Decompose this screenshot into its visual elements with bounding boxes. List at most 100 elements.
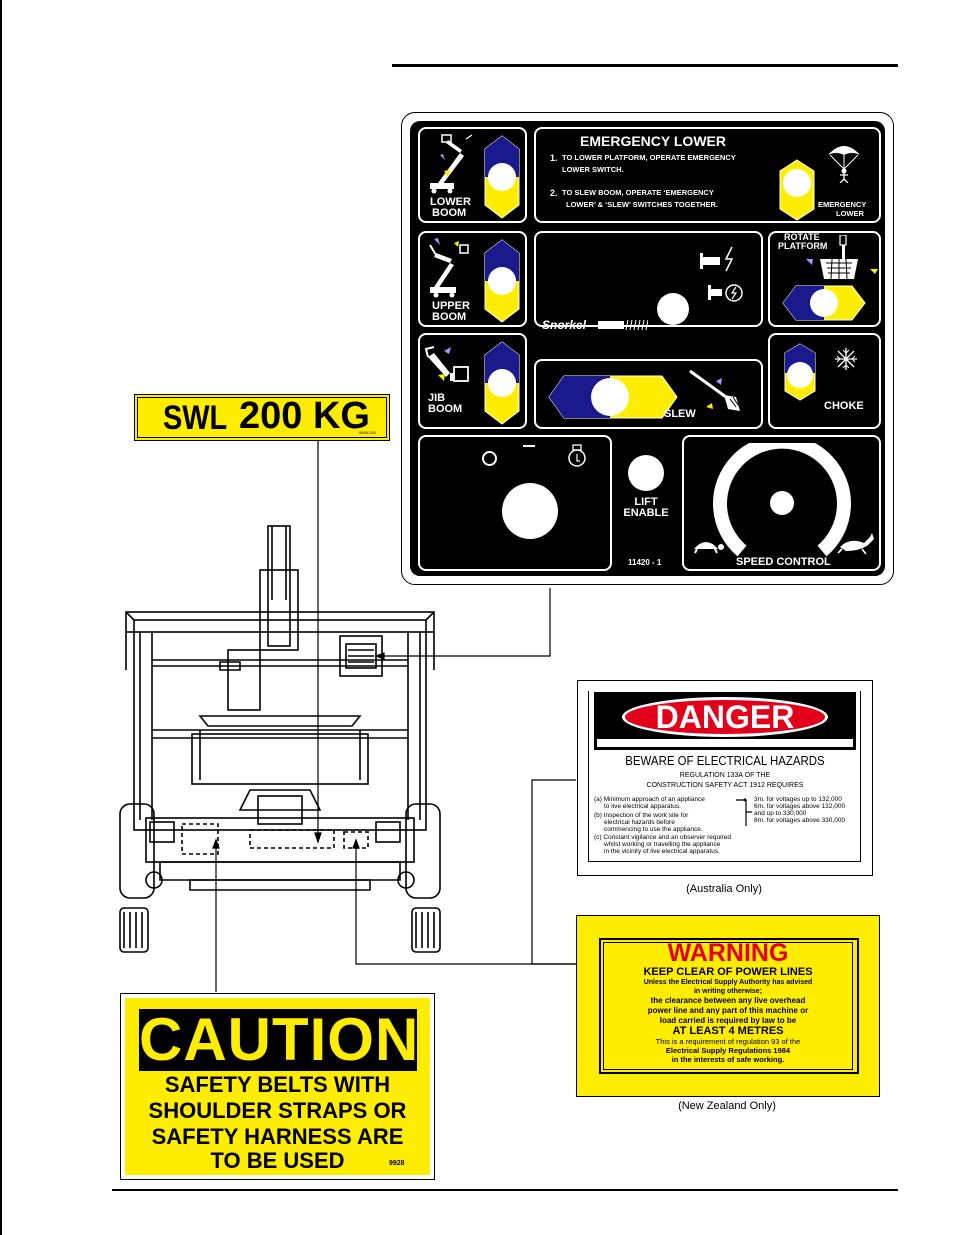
step-2-line-2: LOWER’ & ‘SLEW’ SWITCHES TOGETHER. [566, 200, 718, 209]
caution-label: CAUTION SAFETY BELTS WITH SHOULDER STRAP… [120, 993, 435, 1180]
upper-boom-toggle-switch[interactable] [484, 239, 520, 323]
left-border [0, 0, 2, 1235]
choke-toggle-switch[interactable] [784, 343, 816, 401]
speed-control-section: SPEED CONTROL [682, 435, 881, 571]
danger-distance-4: 8m. for voltages above 330,000 [754, 817, 846, 824]
lift-enable-label-1: LIFT [634, 496, 658, 508]
step-2-number: 2. [550, 188, 558, 198]
danger-bracket [736, 798, 752, 826]
control-panel-face: LOWER BOOM EMERGENCY LOWER 1. TO LOWER P… [410, 121, 885, 576]
parachute-icon [828, 146, 860, 183]
lower-boom-section: LOWER BOOM [418, 127, 527, 223]
warning-line-6: load carried is required by law to be [659, 1016, 797, 1025]
choke-label: CHOKE [824, 400, 864, 412]
turtle-icon [694, 542, 724, 554]
step-2-line-1: TO SLEW BOOM, OPERATE ‘EMERGENCY [562, 188, 714, 197]
emergency-switch-label-1: EMERGENCY [818, 200, 867, 209]
engine-start-icon [568, 444, 586, 467]
caution-header: CAUTION [139, 1006, 420, 1073]
caution-code: 9928 [389, 1160, 405, 1167]
speed-control-dial[interactable] [712, 443, 852, 557]
rotate-platform-label-2: PLATFORM [778, 241, 828, 251]
lift-enable-button[interactable] [628, 455, 664, 491]
danger-item-b2: electrical hazards before [604, 819, 675, 826]
choke-section: CHOKE [768, 333, 881, 429]
jib-boom-section: JIB BOOM [418, 333, 527, 429]
key-switch-section: Snorkel [534, 231, 763, 331]
danger-distance-1: 3m. for voltages up to 132,000 [754, 796, 842, 803]
snorkel-logo: Snorkel [542, 318, 587, 332]
danger-item-c1: (c) Constant vigilance and an observer r… [594, 834, 731, 841]
rotate-platform-section: ROTATE PLATFORM [768, 231, 881, 327]
warning-line-3: in writing otherwise; [693, 988, 763, 995]
warning-inner-frame [603, 942, 853, 1070]
danger-item-a2: to live electrical apparatus. [604, 803, 681, 810]
danger-item-b1: (b) Inspection of the work site for [594, 812, 689, 819]
lower-boom-toggle-switch[interactable] [484, 135, 520, 219]
upper-boom-label-2: BOOM [432, 311, 467, 323]
warning-line-8: This is a requirement of regulation 93 o… [655, 1037, 801, 1046]
ignition-section [418, 435, 612, 571]
off-marker [523, 445, 535, 447]
caution-line-3: SAFETY HARNESS ARE [151, 1124, 404, 1149]
swl-inner-border [137, 397, 387, 438]
upper-boom-icon [429, 238, 469, 298]
danger-label: DANGER BEWARE OF ELECTRICAL HAZARDS REGU… [577, 680, 873, 876]
step-1-number: 1. [550, 153, 558, 163]
rotate-platform-toggle-switch[interactable] [782, 285, 866, 321]
lower-boom-icon [430, 134, 473, 194]
step-1-line-1: TO LOWER PLATFORM, OPERATE EMERGENCY [562, 153, 736, 162]
ignition-key-switch[interactable] [502, 483, 558, 539]
speed-control-label: SPEED CONTROL [736, 556, 831, 568]
emergency-lower-switch[interactable] [779, 159, 815, 221]
part-number: 11420 - 1 [628, 558, 662, 567]
emergency-switch-label-2: LOWER [836, 209, 864, 218]
footer-rule [112, 1189, 898, 1191]
slew-boom-icon [689, 369, 740, 411]
indicator-light [482, 451, 497, 466]
caution-label-face: CAUTION SAFETY BELTS WITH SHOULDER STRAP… [125, 998, 430, 1175]
lower-boom-label-2: BOOM [432, 207, 467, 219]
danger-regulation-2: CONSTRUCTION SAFETY ACT 1912 REQUIRES [646, 782, 804, 789]
danger-oval: DANGER [622, 697, 828, 737]
caution-line-2: SHOULDER STRAPS OR [148, 1098, 407, 1123]
header-rule [392, 64, 898, 67]
danger-frame [588, 691, 861, 862]
upper-boom-section: UPPER BOOM [418, 231, 527, 327]
danger-item-c2: whilst working or travelling the applian… [604, 841, 721, 848]
warning-header: WARNING [667, 939, 789, 967]
swl-value: 200 KG [239, 395, 370, 437]
upper-boom-label-1: UPPER [432, 300, 470, 312]
new-zealand-caption: (New Zealand Only) [678, 1100, 776, 1112]
rotate-platform-label-1: ROTATE [784, 232, 820, 242]
danger-item-c3: in the vicinity of live electrical appar… [604, 848, 720, 855]
jib-boom-toggle-switch[interactable] [484, 341, 520, 425]
key-switch-knob[interactable] [657, 293, 689, 325]
jib-boom-icon [424, 346, 469, 382]
rotate-platform-icon [806, 235, 878, 280]
danger-header-text: DANGER [655, 699, 795, 735]
caution-line-4: TO BE USED [210, 1148, 345, 1173]
slew-section: SLEW [534, 359, 763, 429]
emergency-lower-title: EMERGENCY LOWER [580, 133, 726, 149]
danger-header-bar: DANGER [594, 692, 856, 750]
warning-line-9: Electrical Supply Regulations 1984 [665, 1046, 791, 1055]
jib-boom-label-2: BOOM [428, 403, 463, 415]
emergency-lower-section: EMERGENCY LOWER 1. TO LOWER PLATFORM, OP… [534, 127, 881, 223]
caution-line-1: SAFETY BELTS WITH [164, 1072, 391, 1097]
warning-line-7: AT LEAST 4 METRES [672, 1025, 784, 1037]
lift-enable-label-2: ENABLE [623, 507, 669, 519]
warning-line-10: in the interests of safe working. [671, 1055, 785, 1064]
danger-oval-red [625, 700, 825, 734]
warning-line-4: the clearance between any live overhead [650, 996, 806, 1005]
danger-distance-2: 6m. for voltages above 132,000 [754, 803, 846, 810]
danger-distance-3: and up to 330,000 [754, 810, 807, 817]
slew-toggle-switch[interactable] [548, 375, 678, 419]
warning-frame [599, 938, 859, 1074]
power-indicator-icons [700, 246, 743, 302]
warning-label: WARNING KEEP CLEAR OF POWER LINES Unless… [576, 915, 880, 1097]
warning-line-5: power line and any part of this machine … [647, 1006, 809, 1015]
slew-label: SLEW [664, 408, 696, 420]
danger-item-b3: commencing to use the appliance. [604, 826, 703, 833]
